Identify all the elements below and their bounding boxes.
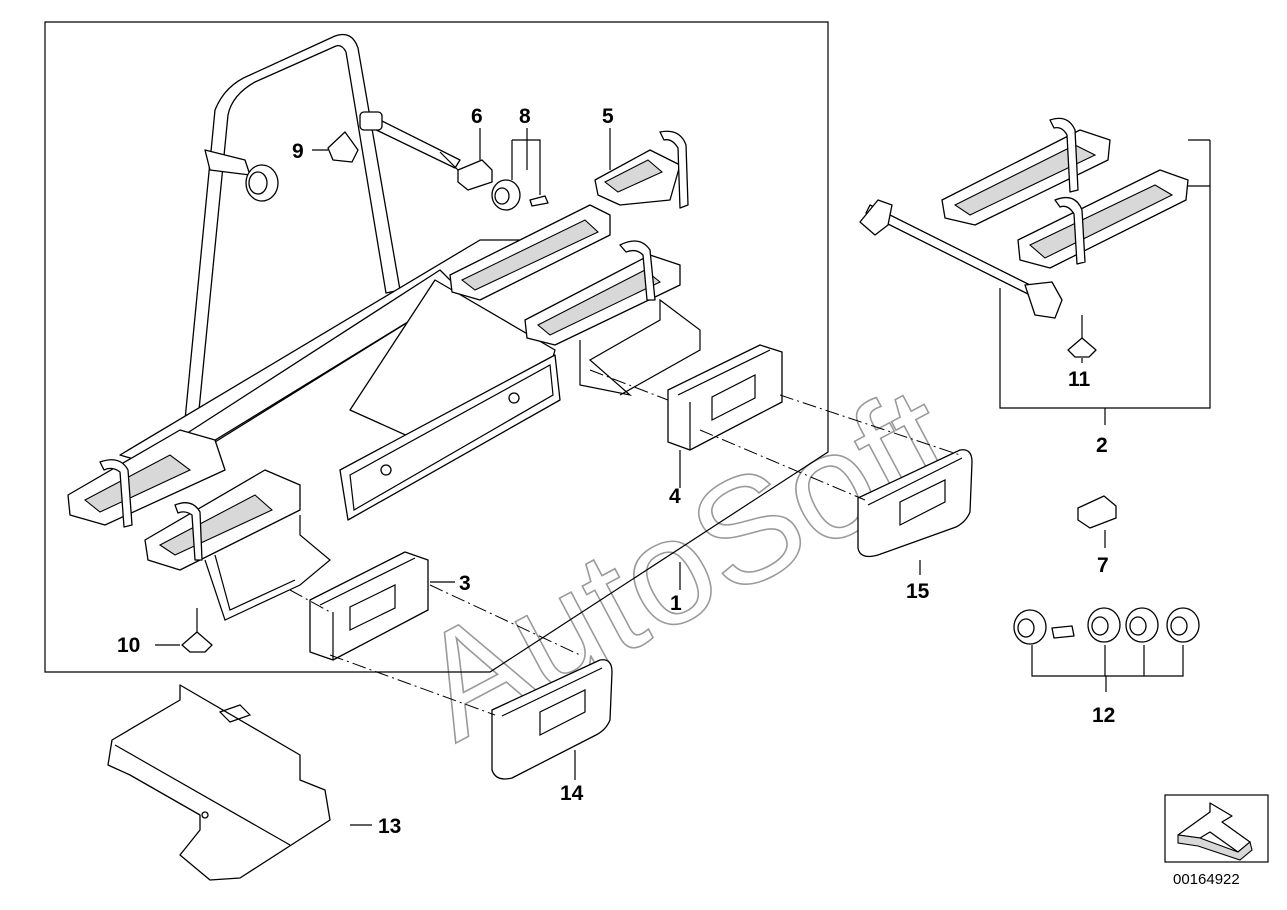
callout-1: 1 xyxy=(670,592,682,615)
right-lamp-cover xyxy=(857,449,973,558)
bicycle-carrier-drawing xyxy=(67,33,701,621)
callout-6: 6 xyxy=(471,105,483,128)
left-lamp-cover xyxy=(491,659,613,780)
lock-cylinder xyxy=(491,179,549,211)
left-tail-lamp xyxy=(309,551,429,661)
strap-clip xyxy=(1077,495,1117,529)
wedge-block xyxy=(327,131,359,163)
callout-5: 5 xyxy=(602,105,614,128)
callout-9: 9 xyxy=(292,140,304,163)
callout-15: 15 xyxy=(906,580,930,603)
callout-14: 14 xyxy=(560,782,584,805)
thumb-screw xyxy=(181,608,213,653)
lock-set-bracket xyxy=(1031,645,1184,692)
main-assembly-frame xyxy=(44,21,829,673)
callout-7: 7 xyxy=(1097,554,1109,577)
callout-3: 3 xyxy=(459,572,471,595)
callout-12: 12 xyxy=(1092,704,1115,727)
wheel-tray-set xyxy=(859,117,1189,319)
thumb-screw-small xyxy=(1067,315,1097,358)
document-number: 00164922 xyxy=(1173,871,1240,888)
wheel-holder-small xyxy=(594,130,689,209)
lock-set xyxy=(1013,607,1200,645)
protective-cover-plate xyxy=(107,684,331,881)
callout-8: 8 xyxy=(519,105,531,128)
right-tail-lamp xyxy=(667,344,783,451)
callout-13: 13 xyxy=(378,815,401,838)
callout-10: 10 xyxy=(117,634,140,657)
arrow-icon xyxy=(1164,794,1269,863)
callout-4: 4 xyxy=(669,485,681,508)
callout-2: 2 xyxy=(1096,434,1108,457)
clamp-clip xyxy=(439,151,493,191)
callout-11: 11 xyxy=(1068,368,1091,391)
